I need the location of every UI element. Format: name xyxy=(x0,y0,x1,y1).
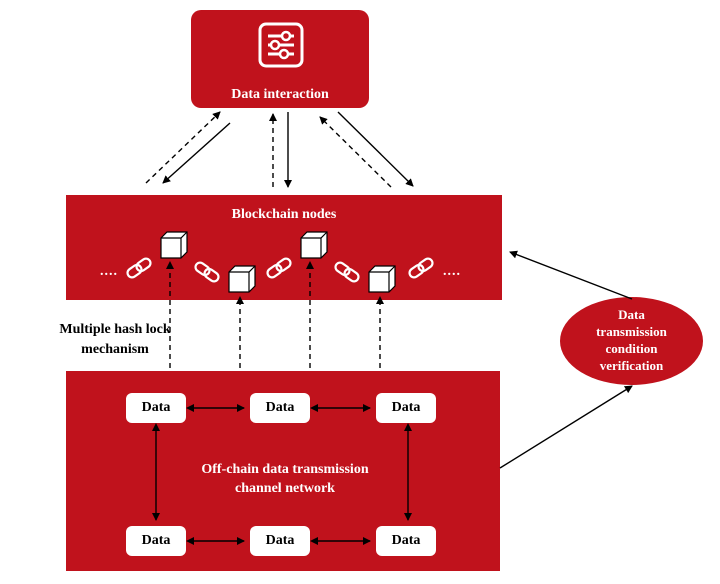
data-node: Data xyxy=(376,526,436,556)
verification-line4: verification xyxy=(599,358,664,373)
verification-line2: transmission xyxy=(596,324,667,339)
data-interaction-box: Data interaction xyxy=(191,10,369,108)
arrow-solid xyxy=(162,122,231,184)
hash-lock-line2: mechanism xyxy=(81,342,149,357)
arrow-solid xyxy=(337,111,414,187)
blockchain-title: Blockchain nodes xyxy=(231,207,337,222)
arrow-solid xyxy=(499,385,633,469)
verification-line1: Data xyxy=(618,307,645,322)
blockchain-band xyxy=(66,195,502,300)
hash-lock-line1: Multiple hash lock xyxy=(59,322,171,337)
data-node: Data xyxy=(126,526,186,556)
verification-ellipse xyxy=(560,297,703,385)
offchain-title: Off-chain data transmission channel netw… xyxy=(175,460,395,498)
sliders-icon xyxy=(258,22,304,68)
chain-link-icon xyxy=(332,259,362,285)
ellipsis-right: .... xyxy=(443,264,461,279)
data-node: Data xyxy=(250,526,310,556)
data-interaction-title: Data interaction xyxy=(231,87,329,102)
arrow-dashed xyxy=(319,116,392,188)
data-node: Data xyxy=(126,393,186,423)
verification-line3: condition xyxy=(605,341,658,356)
offchain-title-line1: Off-chain data transmission xyxy=(201,462,369,477)
hash-lock-label: Multiple hash lock mechanism xyxy=(30,320,200,360)
block-cube xyxy=(160,231,188,259)
chain-link-icon xyxy=(406,255,436,281)
chain-link-icon xyxy=(124,255,154,281)
block-cube xyxy=(368,265,396,293)
chain-link-icon xyxy=(264,255,294,281)
block-cube xyxy=(228,265,256,293)
verification-label: Data transmission condition verification xyxy=(560,306,703,374)
data-node: Data xyxy=(376,393,436,423)
chain-link-icon xyxy=(192,259,222,285)
arrow-dashed xyxy=(145,111,221,184)
data-node: Data xyxy=(250,393,310,423)
ellipsis-left: .... xyxy=(100,264,118,279)
offchain-title-line2: channel network xyxy=(235,481,335,496)
arrow-solid xyxy=(509,250,633,300)
block-cube xyxy=(300,231,328,259)
